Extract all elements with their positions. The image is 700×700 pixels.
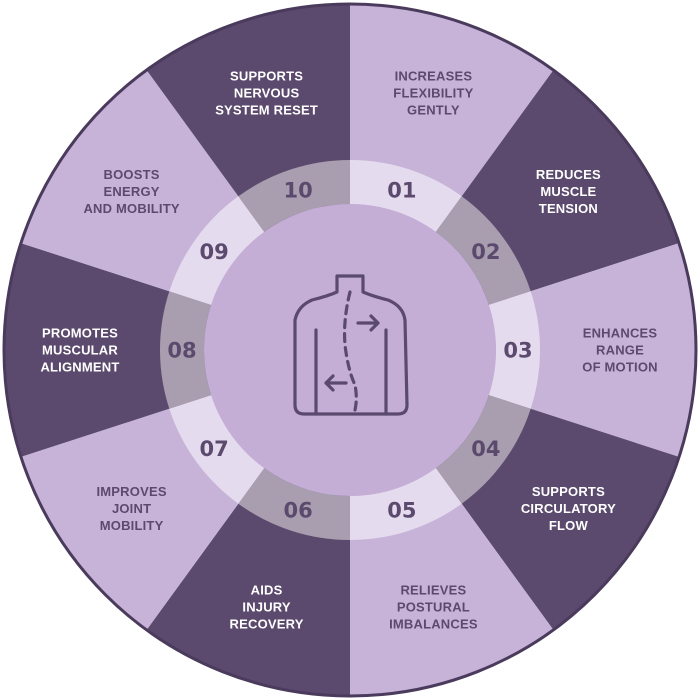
segment-label-line: IMPROVES: [96, 484, 166, 499]
segment-label-line: RELIEVES: [400, 582, 466, 597]
segment-label: IMPROVES JOINT MOBILITY: [96, 484, 166, 533]
segment-label: INCREASES FLEXIBILITY GENTLY: [393, 69, 473, 118]
spine-curve: [342, 290, 358, 416]
segment-label-line: REDUCES: [536, 167, 601, 182]
ring-piece-10: [238, 160, 350, 232]
segment-number: 10: [283, 179, 312, 203]
segment-label: SUPPORTS NERVOUS SYSTEM RESET: [215, 69, 318, 118]
segment-number: 06: [283, 498, 312, 522]
segment-number: 02: [471, 240, 500, 264]
segment-label-line: AND MOBILITY: [83, 201, 179, 216]
segment-label-line: JOINT: [112, 501, 151, 516]
ring-piece-02: [435, 196, 531, 305]
segment-label-line: RECOVERY: [230, 616, 304, 631]
ring-piece-04: [435, 395, 531, 504]
segment-number: 04: [471, 437, 500, 461]
segment-number: 01: [387, 179, 416, 203]
segment-label-line: MOBILITY: [100, 518, 164, 533]
segment-number: 09: [199, 240, 228, 264]
segment-label-line: PROMOTES: [42, 326, 118, 341]
ring-piece-07: [169, 395, 265, 504]
segment-label-line: ALIGNMENT: [40, 360, 119, 375]
ring-piece-01: [350, 160, 462, 232]
ring-piece-09: [169, 196, 265, 305]
segment-label-line: SUPPORTS: [230, 69, 303, 84]
segment-label-line: POSTURAL: [397, 599, 470, 614]
segment-label: SUPPORTS CIRCULATORY FLOW: [521, 484, 616, 533]
segment-label-line: MUSCULAR: [42, 343, 118, 358]
ring-piece-08: [160, 291, 212, 409]
ring-piece-03: [488, 291, 540, 409]
segment-label-line: NERVOUS: [234, 86, 300, 101]
segment-label-line: SUPPORTS: [532, 484, 605, 499]
segment-label-line: INCREASES: [395, 69, 473, 84]
segment-label-line: MUSCLE: [540, 184, 596, 199]
segment-label-line: AIDS: [251, 582, 283, 597]
segment-label: BOOSTS ENERGY AND MOBILITY: [83, 167, 179, 216]
segment-label: REDUCES MUSCLE TENSION: [536, 167, 601, 216]
segment-label-line: BOOSTS: [104, 167, 160, 182]
segment-label-line: OF MOTION: [582, 360, 657, 375]
segment-number: 05: [387, 498, 416, 522]
arrow-right-icon: [356, 314, 380, 332]
spine-back-icon: [293, 274, 409, 416]
torso-outline: [293, 274, 409, 416]
segment-label-line: ENERGY: [104, 184, 160, 199]
segment-label: AIDS INJURY RECOVERY: [230, 582, 304, 631]
number-ring: 01 02 03 04 05 06 07 08 09 10: [160, 160, 540, 540]
segment-label: ENHANCES RANGE OF MOTION: [582, 326, 657, 375]
center-disc: [204, 204, 496, 496]
segment-label-line: FLEXIBILITY: [393, 86, 473, 101]
segment-label: RELIEVES POSTURAL IMBALANCES: [389, 582, 478, 631]
segment-label-line: ENHANCES: [583, 326, 658, 341]
ring-piece-05: [350, 468, 462, 540]
segment-label-line: CIRCULATORY: [521, 501, 616, 516]
segment-label-line: TENSION: [539, 201, 598, 216]
segment-label-line: SYSTEM RESET: [215, 103, 318, 118]
segment-label: PROMOTES MUSCULAR ALIGNMENT: [40, 326, 119, 375]
segment-label-line: RANGE: [596, 343, 644, 358]
segment-label-line: GENTLY: [407, 103, 460, 118]
segment-label-line: FLOW: [549, 518, 589, 533]
segment-number: 08: [167, 339, 196, 363]
ring-piece-06: [238, 468, 350, 540]
segment-number: 03: [503, 339, 532, 363]
segment-number: 07: [199, 437, 228, 461]
arrow-left-icon: [324, 374, 348, 392]
segment-label-line: INJURY: [242, 599, 291, 614]
segment-label-line: IMBALANCES: [389, 616, 478, 631]
